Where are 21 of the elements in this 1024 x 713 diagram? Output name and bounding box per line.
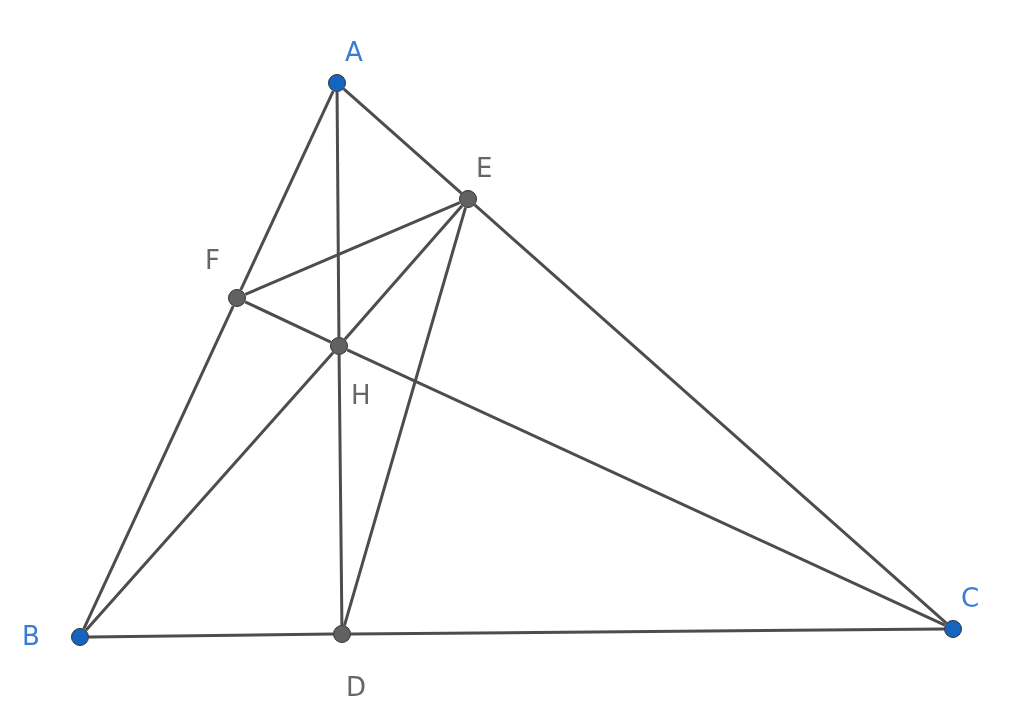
line-segment	[84, 351, 335, 632]
line-segment	[473, 203, 948, 625]
line-segment	[337, 355, 344, 625]
line-segment	[346, 348, 946, 627]
point-label: F	[205, 245, 220, 275]
line-segment	[343, 204, 464, 341]
point-label: D	[346, 672, 367, 702]
point-label: E	[476, 153, 493, 183]
line-segment	[335, 92, 341, 337]
point-label: C	[961, 583, 980, 613]
line-segment	[342, 87, 463, 195]
line-segment	[239, 90, 335, 291]
point-label: H	[351, 380, 371, 410]
line-segment	[88, 632, 334, 639]
line-segment	[343, 207, 467, 626]
point-label: A	[345, 37, 363, 67]
line-segment	[244, 201, 461, 296]
line-segment	[82, 305, 235, 630]
point-label: B	[22, 621, 40, 651]
line-segment	[351, 627, 944, 636]
line-segment	[244, 300, 332, 344]
